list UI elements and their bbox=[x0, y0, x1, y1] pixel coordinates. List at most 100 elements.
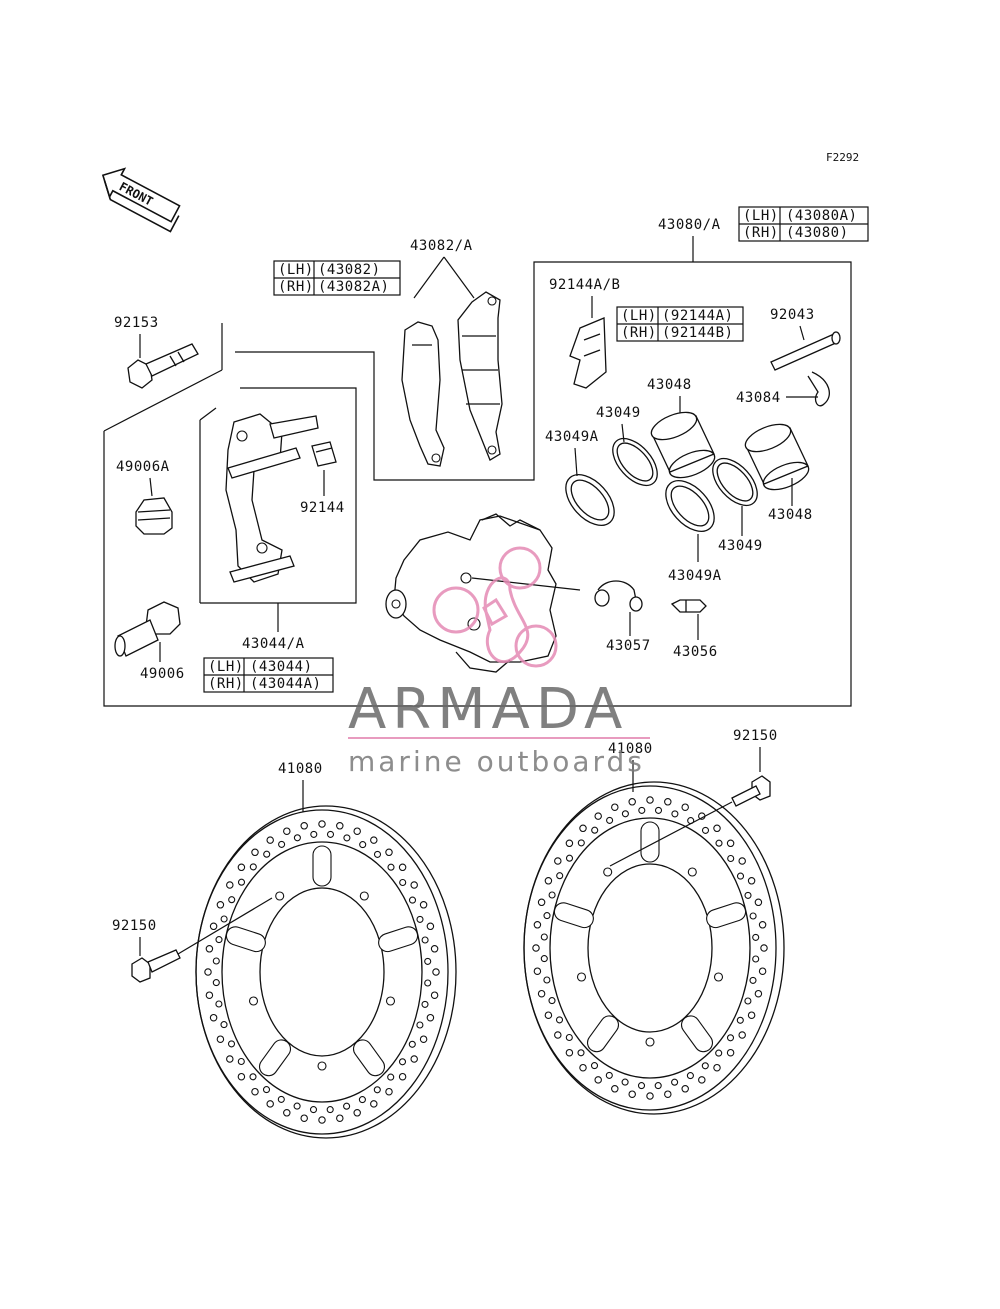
disc-right-vent-hole bbox=[590, 1062, 599, 1070]
disc-right-vent-hole bbox=[611, 803, 619, 811]
label-43082: 43082/A bbox=[410, 238, 473, 254]
label-43056: 43056 bbox=[673, 644, 718, 660]
disc-right-vent-hole bbox=[747, 877, 756, 885]
disc-left-vent-hole bbox=[283, 827, 291, 835]
disc-left-vent-hole bbox=[408, 1040, 416, 1048]
disc-left-vent-hole bbox=[416, 1021, 424, 1029]
disc-right-vent-hole bbox=[738, 857, 746, 865]
disc-right-vent-hole bbox=[637, 1082, 646, 1090]
disc-left-vent-hole bbox=[212, 957, 220, 965]
disc-right-vent-hole bbox=[744, 997, 752, 1005]
disc-left-vent-hole bbox=[430, 991, 439, 999]
disc-right-vent-hole bbox=[749, 912, 757, 920]
disc-right-vent-hole bbox=[671, 1078, 679, 1086]
table-43080: (LH) (43080A) (RH) (43080) bbox=[738, 206, 869, 242]
disc-left-vent-hole bbox=[410, 1055, 418, 1063]
disc-right-vent-hole bbox=[758, 967, 767, 975]
svg-text:(43082A): (43082A) bbox=[318, 279, 389, 295]
label-43049-right: 43049 bbox=[718, 538, 763, 554]
disc-left-vent-hole bbox=[277, 1095, 285, 1103]
disc-left-vent-hole bbox=[385, 848, 393, 857]
svg-text:(LH): (LH) bbox=[208, 659, 244, 675]
disc-left-vent-hole bbox=[227, 1040, 236, 1048]
disc-right-vent-hole bbox=[591, 826, 599, 834]
svg-text:(RH): (RH) bbox=[278, 279, 314, 295]
disc-left-vent-hole bbox=[326, 830, 335, 838]
disc-right-slot bbox=[553, 902, 594, 929]
disc-left-vent-hole bbox=[373, 850, 382, 858]
label-41080-left: 41080 bbox=[278, 761, 323, 777]
disc-right-vent-hole bbox=[744, 891, 752, 899]
disc-left-vent-hole bbox=[326, 1106, 334, 1114]
disc-right-vent-hole bbox=[664, 1090, 672, 1098]
brake-pad-inner bbox=[401, 321, 445, 467]
disc-right-vent-hole bbox=[556, 872, 564, 880]
disc-bolt-right bbox=[609, 775, 771, 867]
disc-right-vent-hole bbox=[565, 839, 574, 848]
svg-text:(43080): (43080) bbox=[786, 225, 849, 241]
disc-right-vent-hole bbox=[548, 891, 556, 899]
svg-text:(RH): (RH) bbox=[621, 325, 657, 341]
disc-right-vent-hole bbox=[621, 1078, 629, 1086]
svg-text:(RH): (RH) bbox=[743, 225, 779, 241]
svg-text:(LH): (LH) bbox=[278, 262, 314, 278]
disc-right-vent-hole bbox=[681, 803, 689, 811]
disc-right-vent-hole bbox=[736, 872, 745, 880]
table-43082: (LH) (43082) (RH) (43082A) bbox=[273, 260, 401, 296]
disc-left-vent-hole bbox=[209, 1013, 218, 1022]
front-arrow-icon: FRONT bbox=[101, 167, 181, 233]
disc-right-vent-hole bbox=[760, 944, 768, 952]
disc-right-vent-hole bbox=[554, 857, 562, 865]
disc-right-vent-hole bbox=[738, 1031, 746, 1039]
disc-left-vent-hole bbox=[421, 936, 429, 944]
disc-right-vent-hole bbox=[736, 1016, 744, 1024]
disc-left-vent-hole bbox=[318, 820, 326, 828]
disc-left-vent-hole bbox=[209, 922, 218, 931]
disc-right-vent-hole bbox=[537, 898, 546, 907]
disc-right-slot bbox=[586, 1015, 620, 1053]
disc-right-vent-hole bbox=[555, 1016, 564, 1024]
caliper-bracket bbox=[225, 413, 319, 583]
disc-left-vent-hole bbox=[237, 1072, 246, 1081]
fitting-43057 bbox=[594, 580, 643, 612]
disc-right-vent-hole bbox=[701, 826, 710, 834]
disc-left-bolt-hole bbox=[385, 996, 396, 1006]
label-92150-right: 92150 bbox=[733, 728, 778, 744]
disc-left-vent-hole bbox=[278, 840, 286, 848]
boot-49006a bbox=[135, 497, 173, 535]
disc-right-vent-hole bbox=[654, 1082, 662, 1090]
piston-left bbox=[650, 411, 716, 479]
disc-right-vent-hole bbox=[664, 798, 672, 806]
disc-right-vent-hole bbox=[715, 1049, 723, 1057]
disc-left-vent-hole bbox=[216, 901, 225, 909]
disc-left-vent-hole bbox=[215, 936, 223, 944]
disc-right-vent-hole bbox=[749, 976, 757, 984]
disc-right-vent-hole bbox=[713, 824, 721, 833]
table-43044: (LH) (43044) (RH) (43044A) bbox=[203, 657, 334, 693]
disc-left-vent-hole bbox=[228, 896, 236, 904]
disc-left-vent-hole bbox=[432, 968, 440, 976]
disc-left-vent-hole bbox=[370, 836, 378, 844]
disc-left-vent-hole bbox=[421, 1000, 429, 1008]
disc-right-vent-hole bbox=[543, 976, 551, 984]
svg-text:(RH): (RH) bbox=[208, 676, 244, 692]
disc-right-slot bbox=[680, 1015, 714, 1053]
disc-right-vent-hole bbox=[544, 1011, 553, 1019]
disc-left-vent-hole bbox=[262, 1086, 271, 1094]
svg-text:(43044A): (43044A) bbox=[250, 676, 321, 692]
disc-bolt-left bbox=[131, 897, 273, 983]
disc-left-vent-hole bbox=[385, 1087, 393, 1096]
disc-left-vent-hole bbox=[399, 878, 407, 887]
disc-right-vent-hole bbox=[646, 1092, 654, 1100]
disc-left-vent-hole bbox=[426, 922, 435, 931]
label-49006: 49006 bbox=[140, 666, 185, 682]
disc-right-vent-hole bbox=[715, 839, 723, 847]
disc-right-vent-hole bbox=[713, 1063, 721, 1072]
disc-left-vent-hole bbox=[419, 1035, 428, 1043]
disc-left-vent-hole bbox=[398, 1058, 407, 1066]
disc-left-vent-hole bbox=[220, 1021, 228, 1029]
disc-left-vent-hole bbox=[373, 1086, 381, 1094]
disc-right-vent-hole bbox=[752, 955, 760, 963]
disc-right-bolt-hole bbox=[645, 1037, 655, 1047]
